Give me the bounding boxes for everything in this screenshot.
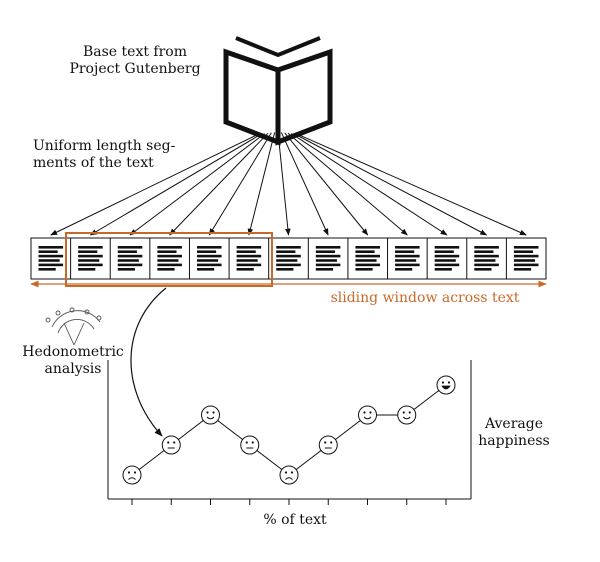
text-segment <box>268 238 301 279</box>
average-line1: Average <box>484 416 544 432</box>
segments-line2: ments of the text <box>33 155 154 171</box>
grin-face-point <box>436 375 456 395</box>
segments-label: Uniform length seg- ments of the text <box>33 138 203 172</box>
open-book-icon <box>223 36 333 146</box>
hedonometer-gauge-icon <box>45 307 102 346</box>
hedonometric-line2: analysis <box>44 361 102 377</box>
average-happiness-label: Average happiness <box>474 416 554 450</box>
neutral-face-point <box>161 435 181 455</box>
fan-arrow <box>287 132 408 236</box>
fan-arrow <box>208 132 272 236</box>
fan-arrow <box>129 133 265 236</box>
analysis-curve-arrow <box>130 287 167 437</box>
happy-face-point <box>358 405 377 425</box>
text-segment <box>38 246 64 271</box>
happiness-line <box>131 384 447 476</box>
base-text-line2: Project Gutenberg <box>69 61 201 77</box>
text-segment <box>466 238 499 279</box>
base-text-label: Base text from Project Gutenberg <box>60 44 210 78</box>
text-segment <box>188 238 222 279</box>
fan-arrow <box>89 133 262 236</box>
text-segment <box>426 238 460 279</box>
happy-face-point <box>201 405 220 425</box>
fan-arrow <box>284 132 369 236</box>
fan-arrow <box>291 133 448 236</box>
fan-arrow <box>50 133 259 236</box>
text-segment <box>347 238 381 279</box>
x-ticks <box>131 499 447 505</box>
neutral-face-point <box>318 435 338 455</box>
x-axis-label: % of text <box>263 512 327 528</box>
sad-face-point <box>279 465 299 485</box>
text-segment <box>387 238 420 279</box>
text-segment <box>70 238 103 279</box>
neutral-face-point <box>240 435 260 455</box>
happy-face-point <box>397 405 417 425</box>
text-segment <box>109 238 143 279</box>
text-segment <box>307 238 341 279</box>
text-segment <box>505 238 539 279</box>
fan-arrow <box>247 132 276 236</box>
average-line2: happiness <box>478 433 550 449</box>
hedonometric-label: Hedonometric analysis <box>18 344 128 378</box>
hedonometric-line1: Hedonometric <box>22 344 124 360</box>
fan-arrow <box>294 133 488 236</box>
sad-face-point <box>122 465 142 485</box>
fan-arrows <box>50 131 527 236</box>
sliding-window-label: sliding window across text <box>330 290 520 306</box>
segment-strip <box>30 237 547 280</box>
text-segment <box>228 238 262 279</box>
fan-arrow <box>169 132 269 236</box>
fan-arrow <box>280 132 329 236</box>
fan-arrow <box>297 133 527 236</box>
segment-strip-outline <box>30 237 547 280</box>
text-segment <box>149 238 182 279</box>
base-text-line1: Base text from <box>82 44 187 60</box>
segments-line1: Uniform length seg- <box>33 138 176 154</box>
happiness-series <box>122 375 456 485</box>
fan-arrow <box>277 131 291 236</box>
